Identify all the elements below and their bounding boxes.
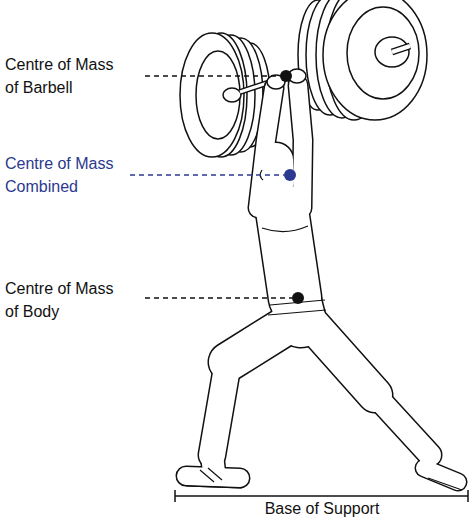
shin	[212, 362, 228, 455]
shin	[212, 362, 228, 455]
thigh	[310, 322, 375, 395]
shin	[375, 395, 430, 455]
plate-ring	[196, 51, 240, 139]
hands	[267, 69, 306, 89]
sole	[186, 486, 242, 488]
thigh	[310, 322, 375, 395]
sleeve-end	[223, 88, 241, 102]
ankle	[212, 455, 214, 472]
sleeve	[392, 46, 410, 52]
plate-ring	[347, 7, 419, 99]
bracket-line	[175, 495, 468, 497]
foot	[424, 468, 458, 482]
body-fill	[186, 85, 458, 482]
body-outline	[186, 85, 458, 482]
mass-label: Centre of Mass of Body	[5, 277, 127, 323]
shin	[375, 395, 430, 455]
bracket-tick	[174, 490, 176, 502]
plate-face	[180, 33, 244, 157]
leader-line	[130, 174, 284, 176]
hub	[375, 37, 409, 67]
support-label: Base of Support	[222, 500, 422, 518]
bracket-tick	[467, 490, 469, 502]
mass-dot	[284, 169, 296, 181]
body-details	[186, 170, 462, 490]
plate-face	[323, 0, 427, 120]
shoe-strap	[200, 468, 222, 482]
belt	[268, 310, 326, 315]
foot	[424, 468, 458, 482]
mass-label: Centre of Mass Combined	[5, 152, 127, 198]
head	[276, 160, 277, 180]
vest-line	[262, 226, 308, 232]
arm	[298, 85, 303, 208]
sleeve	[392, 46, 410, 52]
mass-dot	[280, 70, 292, 82]
mass-dot	[292, 292, 304, 304]
leader-line	[145, 297, 292, 299]
arm	[298, 85, 303, 208]
leader-lines	[130, 76, 292, 298]
right-plates	[298, 0, 427, 120]
ankle	[212, 455, 214, 472]
sole	[428, 478, 462, 490]
head	[276, 160, 277, 180]
mass-label: Centre of Mass of Barbell	[5, 53, 127, 99]
leader-line	[145, 75, 280, 77]
